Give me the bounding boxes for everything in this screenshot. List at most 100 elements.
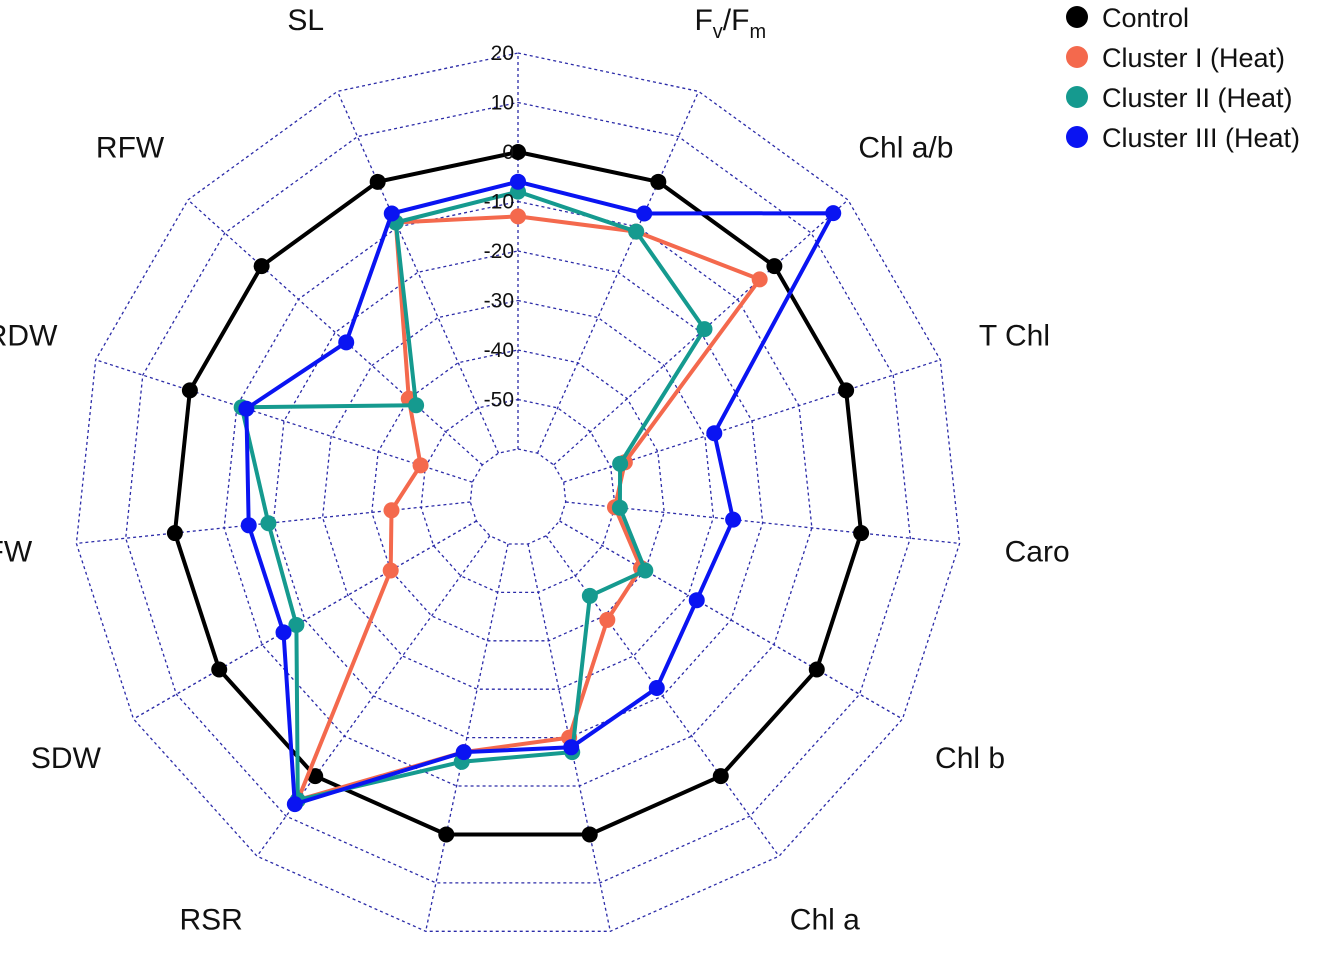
- tick-label: 20: [491, 42, 514, 65]
- data-point: [766, 258, 783, 275]
- grid-ring: [125, 101, 911, 884]
- tick-label: -10: [484, 191, 514, 214]
- data-point: [382, 562, 399, 579]
- axis-label-t-chl: T Chl: [979, 320, 1050, 353]
- radar-series: [166, 144, 870, 843]
- data-point: [408, 397, 425, 414]
- legend-label: Cluster III (Heat): [1102, 123, 1300, 153]
- legend-item-control: Control: [1066, 3, 1189, 33]
- data-point: [455, 744, 472, 761]
- data-point: [725, 511, 742, 528]
- legend-marker: [1066, 46, 1088, 68]
- grid-ring: [420, 398, 616, 594]
- data-point: [706, 425, 723, 442]
- radial-tick-labels: 20 10 0 -10 -20 -30 -40 -50: [484, 42, 514, 412]
- grid-spoke: [559, 520, 903, 720]
- legend-marker: [1066, 126, 1088, 148]
- data-point: [650, 173, 667, 190]
- data-point: [612, 455, 629, 472]
- data-point: [438, 826, 455, 843]
- data-point: [211, 661, 228, 678]
- data-point: [611, 499, 628, 516]
- data-point: [369, 173, 386, 190]
- data-point: [260, 515, 277, 532]
- data-point: [510, 144, 526, 160]
- tick-label: -30: [484, 290, 514, 313]
- data-point: [338, 334, 355, 351]
- axis-label-rfw: RFW: [96, 132, 165, 165]
- data-point: [599, 611, 616, 628]
- axis-label-chl-b: Chl b: [935, 742, 1005, 775]
- data-point: [636, 205, 653, 222]
- data-point: [648, 680, 665, 697]
- series-control: [166, 144, 870, 843]
- data-point: [628, 223, 645, 240]
- grid-spoke: [565, 501, 960, 545]
- series-line: [244, 179, 836, 807]
- axis-label-caro: Caro: [1005, 536, 1070, 569]
- data-point: [510, 173, 526, 190]
- grid-spoke: [545, 535, 780, 857]
- tick-label: -20: [484, 240, 514, 263]
- data-point: [581, 587, 598, 604]
- legend-label: Control: [1102, 3, 1189, 33]
- data-point: [412, 457, 429, 474]
- tick-label: -50: [484, 389, 514, 412]
- tick-label: 10: [491, 92, 514, 115]
- legend-item-cluster-iii-heat: Cluster III (Heat): [1066, 123, 1300, 153]
- grid-ring: [469, 448, 567, 545]
- legend-label: Cluster II (Heat): [1102, 83, 1293, 113]
- grid-spoke: [425, 543, 509, 932]
- legend-item-cluster-ii-heat: Cluster II (Heat): [1066, 83, 1293, 113]
- data-point: [166, 525, 183, 542]
- data-point: [288, 616, 305, 633]
- series-line: [172, 150, 864, 837]
- data-point: [238, 400, 255, 417]
- grid-spoke: [536, 91, 700, 454]
- legend-marker: [1066, 86, 1088, 108]
- grid-spoke: [187, 199, 483, 466]
- data-point: [383, 205, 400, 222]
- grid-spoke: [133, 520, 477, 720]
- data-point: [181, 382, 198, 399]
- grid-ring: [321, 299, 715, 690]
- axis-label-sfw: SFW: [0, 536, 33, 569]
- data-point: [751, 271, 768, 288]
- axis-label-rsr: RSR: [180, 903, 243, 936]
- data-point: [581, 826, 598, 843]
- grid-ring: [223, 200, 813, 787]
- data-point: [853, 525, 870, 542]
- data-point: [637, 562, 654, 579]
- axis-label-sl: SL: [287, 4, 324, 37]
- data-point: [286, 796, 303, 813]
- grid-spoke: [95, 359, 473, 483]
- legend-item-cluster-i-heat: Cluster I (Heat): [1066, 43, 1285, 73]
- data-point: [838, 382, 855, 399]
- axis-label-sdw: SDW: [31, 742, 102, 775]
- axis-label-rdw: RDW: [0, 320, 58, 353]
- data-point: [696, 321, 713, 338]
- grid-ring: [272, 250, 764, 739]
- legend-label: Cluster I (Heat): [1102, 43, 1285, 73]
- tick-label: 0: [502, 141, 514, 164]
- axis-label-fv-fm: Fv/Fm: [694, 4, 766, 43]
- tick-label: -40: [484, 339, 514, 362]
- legend-marker: [1066, 6, 1088, 28]
- grid-spoke: [336, 91, 500, 454]
- series-cluster-iii-heat: [238, 173, 842, 813]
- data-point: [825, 205, 842, 222]
- axis-label-chl-a-b: Chl a/b: [858, 132, 953, 165]
- data-point: [275, 624, 292, 641]
- data-point: [808, 661, 825, 678]
- grid-spoke: [256, 535, 491, 857]
- data-point: [563, 739, 580, 756]
- data-point: [240, 517, 257, 534]
- axis-label-chl-a: Chl a: [790, 903, 860, 936]
- data-point: [383, 502, 400, 519]
- series-cluster-ii-heat: [233, 183, 713, 809]
- data-point: [712, 768, 729, 785]
- data-point: [688, 592, 705, 609]
